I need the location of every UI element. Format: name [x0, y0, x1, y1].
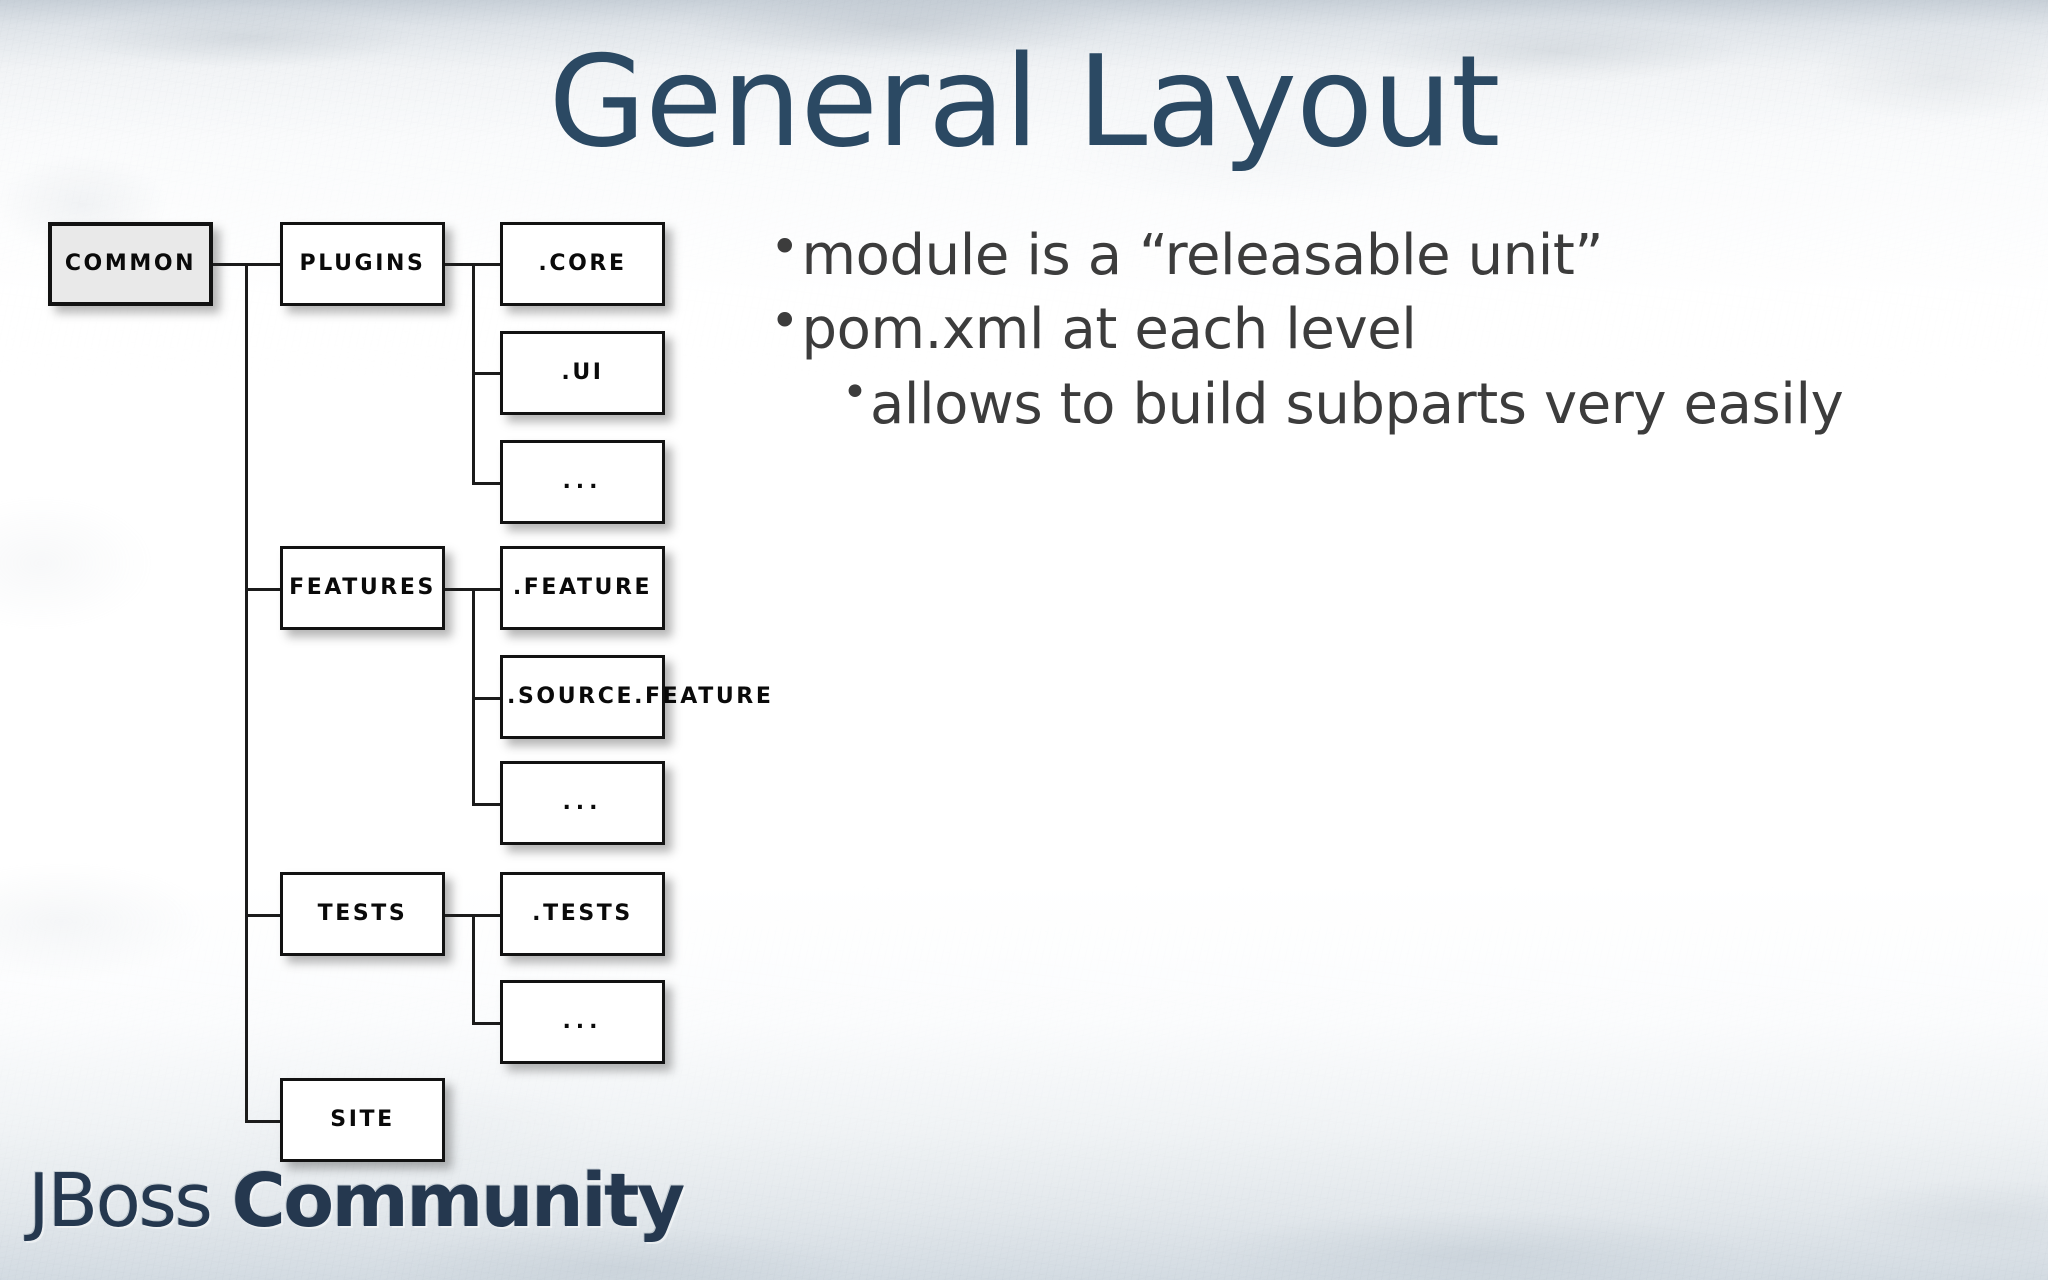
- bullet-marker-icon: •: [770, 218, 800, 276]
- tree-node-common[interactable]: COMMON: [48, 222, 213, 306]
- edge-tests-spine: [472, 914, 475, 1024]
- logo-text-community: Community: [231, 1158, 686, 1244]
- edge-tests-to-more: [472, 1022, 502, 1025]
- jboss-community-logo: JBoss Community: [28, 1158, 686, 1244]
- tree-node-ui[interactable]: .UI: [500, 331, 665, 415]
- tree-node-tests[interactable]: TESTS: [280, 872, 445, 956]
- tree-node-label: .TESTS: [532, 901, 633, 927]
- tree-node-label: ...: [562, 469, 603, 495]
- tree-node-label: SITE: [330, 1107, 395, 1133]
- tree-node-plugins[interactable]: PLUGINS: [280, 222, 445, 306]
- edge-spine-to-features: [245, 588, 281, 591]
- tree-node-label: .CORE: [538, 251, 627, 277]
- logo-text-jboss: JBoss: [28, 1158, 232, 1244]
- tree-node-features[interactable]: FEATURES: [280, 546, 445, 630]
- bullet-item: • pom.xml at each level: [770, 296, 1990, 364]
- edge-spine-level1: [245, 263, 248, 1121]
- edge-spine-to-site: [245, 1120, 281, 1123]
- edge-features-to-feature: [472, 588, 502, 591]
- tree-node-tests-more[interactable]: ...: [500, 980, 665, 1064]
- module-layout-tree-diagram: COMMON PLUGINS .CORE .UI ... FEATURES .F…: [0, 0, 774, 1162]
- bullet-item: • module is a “releasable unit”: [770, 222, 1990, 290]
- tree-node-features-more[interactable]: ...: [500, 761, 665, 845]
- bullet-marker-icon: •: [770, 292, 800, 351]
- bullet-text: pom.xml at each level: [801, 297, 1417, 363]
- tree-node-label: COMMON: [64, 251, 197, 277]
- bullet-list: • module is a “releasable unit” • pom.xm…: [770, 222, 1990, 445]
- edge-features-to-more: [472, 803, 502, 806]
- bullet-item-nested: • allows to build subparts very easily: [842, 366, 1990, 439]
- bullet-text: module is a “releasable unit”: [801, 223, 1604, 288]
- bullet-text: allows to build subparts very easily: [869, 371, 1844, 437]
- tree-node-label: .FEATURE: [512, 575, 653, 601]
- edge-tests-to-dot-tests: [472, 914, 502, 917]
- tree-node-label: .UI: [561, 360, 604, 386]
- edge-features-stub: [443, 588, 475, 591]
- edge-common-to-spine: [211, 263, 247, 266]
- edge-plugins-to-ui: [472, 372, 502, 375]
- tree-node-source-feature[interactable]: .SOURCE.FEATURE: [500, 655, 774, 739]
- tree-node-core[interactable]: .CORE: [500, 222, 665, 306]
- edge-features-to-source-feature: [472, 697, 502, 700]
- edge-spine-to-tests: [245, 914, 281, 917]
- tree-node-feature[interactable]: .FEATURE: [500, 546, 665, 630]
- tree-node-label: PLUGINS: [299, 251, 426, 277]
- tree-node-site[interactable]: SITE: [280, 1078, 445, 1162]
- slide-title: General Layout: [548, 28, 1501, 175]
- tree-node-label: ...: [562, 790, 603, 816]
- edge-plugins-stub: [443, 263, 475, 266]
- tree-node-dot-tests[interactable]: .TESTS: [500, 872, 665, 956]
- bullet-marker-icon: •: [842, 366, 868, 418]
- tree-node-label: .SOURCE.FEATURE: [507, 684, 774, 710]
- tree-node-label: FEATURES: [289, 575, 436, 601]
- edge-tests-stub: [443, 914, 475, 917]
- edge-plugins-to-core: [472, 263, 502, 266]
- tree-node-plugins-more[interactable]: ...: [500, 440, 665, 524]
- tree-node-label: ...: [562, 1009, 603, 1035]
- tree-node-label: TESTS: [317, 901, 408, 927]
- edge-plugins-to-more: [472, 482, 502, 485]
- edge-spine-to-plugins: [245, 263, 281, 266]
